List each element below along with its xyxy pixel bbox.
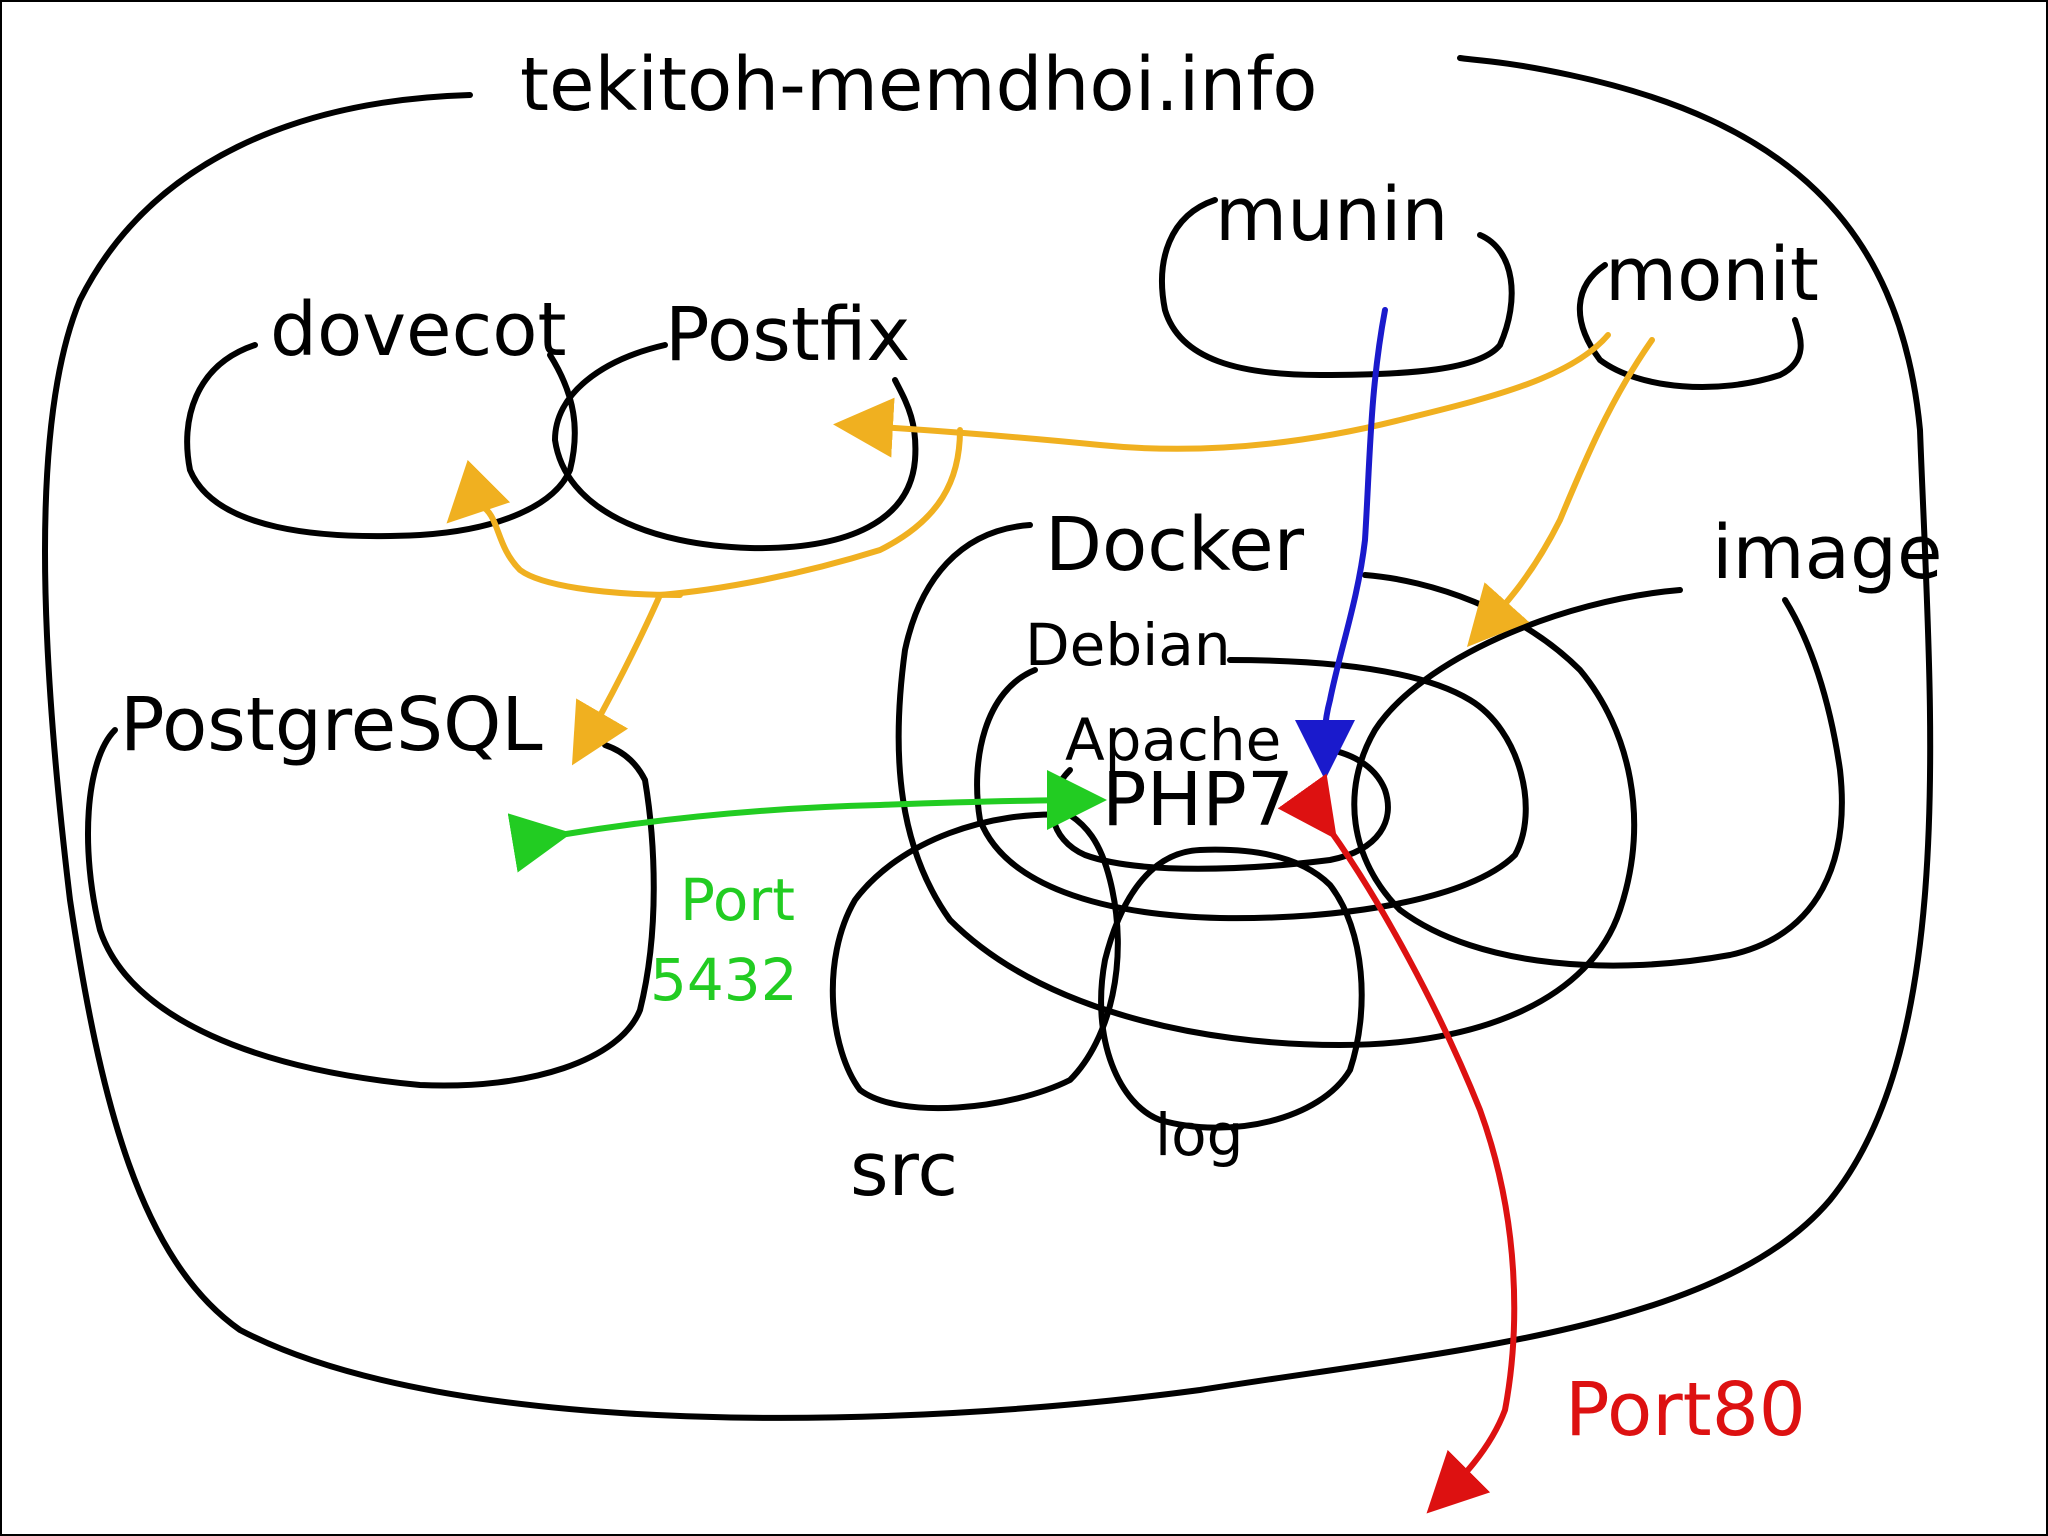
debian-label: Debian (1025, 611, 1231, 679)
monit-node-outline (1577, 262, 1804, 390)
postgresql-node-outline (85, 727, 657, 1089)
munin-node-outline (1159, 197, 1515, 378)
src-node-outline (829, 811, 1121, 1112)
monit-label: monit (1605, 232, 1819, 318)
postgres-port-number: 5432 (650, 946, 798, 1014)
host-title: tekitoh-memdhoi.info (520, 42, 1318, 128)
php-postgresql-link (507, 770, 1107, 873)
munin-label: munin (1215, 172, 1448, 258)
monit-to-dovecot-arrow (446, 459, 683, 598)
dovecot-node-outline (184, 342, 578, 540)
monit-to-postgresql-arrow (571, 427, 963, 766)
php-label: PHP7 (1102, 757, 1294, 843)
postgresql-label: PostgreSQL (120, 682, 543, 768)
src-label: src (850, 1127, 958, 1213)
image-label: image (1712, 510, 1943, 596)
monit-to-docker-arrow (1467, 337, 1655, 647)
postfix-node-outline (552, 342, 919, 552)
apache-label: Apache (1065, 706, 1281, 774)
host-boundary (42, 55, 1934, 1421)
http-port-label: Port80 (1565, 1367, 1806, 1453)
postfix-label: Postfix (665, 292, 910, 378)
log-label: log (1155, 1101, 1243, 1169)
docker-label: Docker (1045, 502, 1305, 588)
postgres-port-label: Port (680, 866, 795, 934)
image-node-outline (1351, 587, 1845, 969)
log-node-outline (1098, 846, 1365, 1131)
http-port-link (1277, 773, 1518, 1514)
munin-to-apache-arrow (1294, 307, 1388, 780)
dovecot-label: dovecot (270, 287, 567, 373)
